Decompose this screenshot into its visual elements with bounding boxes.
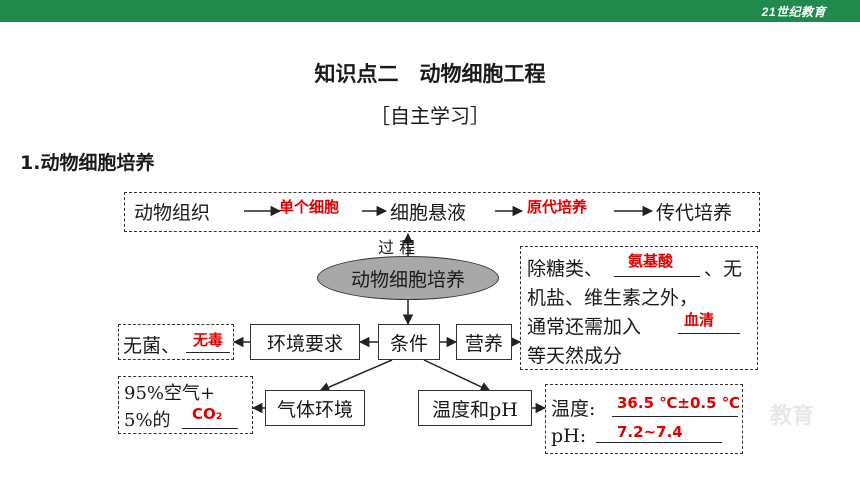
- amino-acid-answer: 氨基酸: [628, 252, 674, 270]
- temperature-label: 温度:: [551, 398, 596, 420]
- condition-node: 条件: [378, 324, 440, 360]
- arrow-to-gas: [319, 359, 393, 393]
- gas-line2-prefix: 5%的: [124, 410, 171, 431]
- ph-label: pH:: [551, 425, 587, 447]
- ph-blank-line: [596, 442, 722, 443]
- gas-environment-node: 气体环境: [265, 390, 365, 426]
- temperature-blank-line: [612, 416, 738, 417]
- sterile-blank-line: [186, 352, 230, 353]
- arrow-to-temp: [423, 359, 491, 392]
- gas-detail-box: [118, 376, 253, 434]
- sterile-box: [118, 324, 234, 360]
- serum-blank-line: [678, 333, 740, 334]
- top-banner: 21世纪教育: [0, 0, 860, 22]
- temp-ph-detail-box: [545, 384, 743, 454]
- nutrition-line2: 机盐、维生素之外，: [527, 287, 699, 309]
- section-heading: 1.动物细胞培养: [20, 152, 155, 174]
- animal-cell-culture-node: 动物细胞培养: [317, 256, 499, 300]
- nutrition-line4: 等天然成分: [527, 345, 623, 367]
- temp-ph-node: 温度和pH: [418, 390, 532, 426]
- temperature-answer: 36.5 ℃±0.5 ℃: [617, 394, 740, 412]
- nutrition-node: 营养: [456, 324, 512, 360]
- environment-node: 环境要求: [250, 324, 360, 360]
- sterile-prefix: 无菌、: [123, 335, 181, 357]
- animal-tissue-label: 动物组织: [134, 202, 211, 224]
- page-title: 知识点二 动物细胞工程: [314, 62, 546, 86]
- primary-culture-answer: 原代培养: [527, 198, 588, 216]
- gas-line1: 95%空气+: [124, 383, 216, 404]
- nutrition-line1-prefix: 除糖类、: [527, 258, 604, 280]
- page-subtitle: ［自主学习］: [370, 104, 490, 128]
- co2-blank-line: [182, 428, 238, 429]
- amino-acid-blank-line: [614, 276, 700, 277]
- culture-process-row: [124, 192, 760, 232]
- nutrition-line3-prefix: 通常还需加入: [527, 316, 642, 338]
- nutrition-line1-suffix: 、无: [704, 258, 743, 280]
- single-cell-answer: 单个细胞: [279, 198, 340, 216]
- process-label: 过 程: [378, 238, 416, 257]
- brand-logo: 21世纪教育: [761, 5, 826, 19]
- nutrition-detail-box: [520, 246, 758, 370]
- serum-answer: 血清: [684, 311, 715, 329]
- watermark: 教育: [770, 403, 815, 428]
- cell-suspension-label: 细胞悬液: [390, 202, 467, 224]
- nontoxic-answer: 无毒: [193, 331, 224, 349]
- co2-answer: CO₂: [192, 405, 223, 423]
- passage-culture-label: 传代培养: [656, 202, 733, 224]
- ph-answer: 7.2~7.4: [617, 423, 683, 441]
